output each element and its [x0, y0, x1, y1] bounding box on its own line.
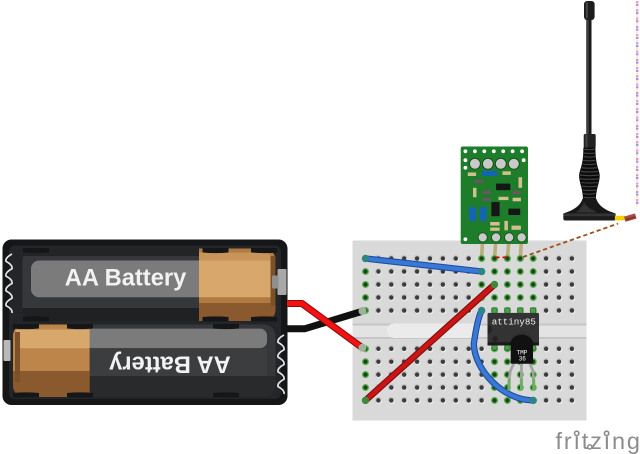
svg-text:attiny85: attiny85 [492, 317, 536, 328]
svg-text:frıtzıng: frıtzıng [556, 428, 640, 454]
svg-text:36: 36 [519, 356, 527, 363]
svg-text:TMP: TMP [516, 350, 527, 357]
svg-text:AA Battery: AA Battery [65, 265, 187, 291]
svg-text:AA Battery: AA Battery [108, 351, 230, 377]
